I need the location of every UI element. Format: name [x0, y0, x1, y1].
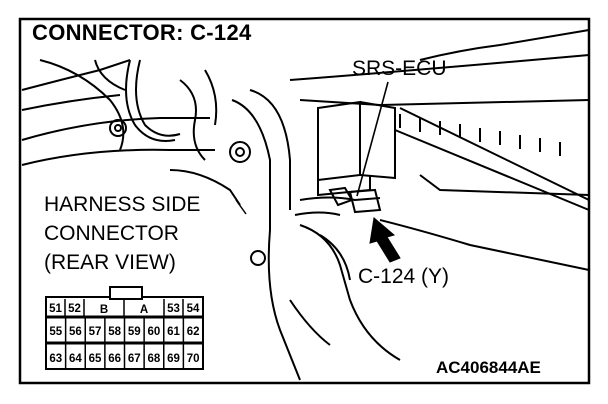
diagram-title: CONNECTOR: C-124 [32, 20, 252, 45]
pin-label: 52 [68, 303, 81, 315]
vehicle-line-art [21, 29, 590, 381]
pin-label: 55 [49, 326, 62, 338]
connector-id-label: C-124 (Y) [358, 265, 450, 288]
connector-pin-labels: 51 52 B A 53 54 55 56 57 58 59 60 61 62 63 64 65 66 67 68 69… [49, 303, 200, 365]
pin-label: 57 [89, 326, 102, 338]
diagram-border [18, 17, 591, 385]
connector-arrow [369, 217, 401, 263]
pin-label: 53 [167, 303, 180, 315]
pin-label: 64 [69, 353, 82, 365]
pin-label: 65 [89, 353, 102, 365]
pin-label: 67 [128, 353, 141, 365]
figure-code: AC406844AE [436, 358, 541, 377]
harness-label-line-3: (REAR VIEW) [44, 251, 176, 274]
connector-face [45, 286, 204, 370]
key-label-a: A [140, 304, 148, 316]
pin-label: 63 [49, 353, 62, 365]
pin-label: 70 [187, 353, 200, 365]
pin-label: 58 [108, 326, 121, 338]
pin-label: 60 [148, 326, 161, 338]
srs-ecu-label: SRS-ECU [352, 57, 447, 80]
pin-label: 54 [187, 303, 200, 315]
pin-label: 56 [69, 326, 82, 338]
harness-leader-tick [235, 199, 247, 215]
pin-label: 66 [108, 353, 121, 365]
harness-label-line-2: CONNECTOR [44, 222, 179, 245]
harness-label-line-1: HARNESS SIDE [44, 193, 201, 216]
pin-label: 62 [187, 326, 200, 338]
key-label-b: B [100, 304, 108, 316]
connector-key-tab [109, 286, 143, 300]
pin-label: 59 [128, 326, 141, 338]
pin-label: 51 [49, 303, 62, 315]
pin-label: 61 [167, 326, 180, 338]
pin-label: 69 [167, 353, 180, 365]
ecu-leader-line [356, 81, 389, 197]
pin-label: 68 [148, 353, 161, 365]
